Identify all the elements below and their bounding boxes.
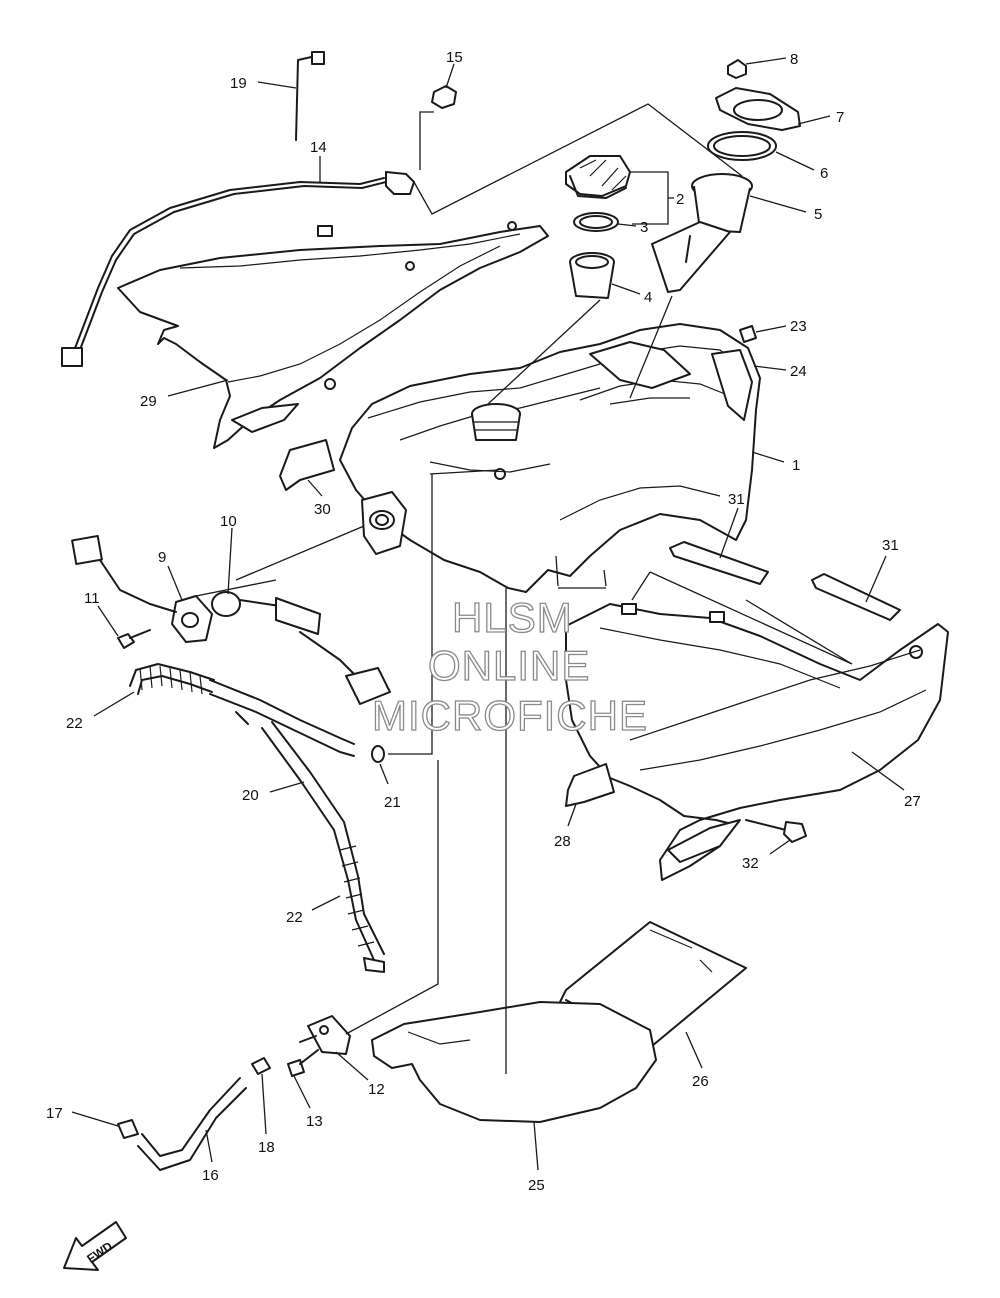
callout-14: 14 — [310, 139, 327, 156]
part-bolt-top-right — [739, 325, 757, 343]
part-cable-tie — [295, 51, 325, 141]
part-clip-18 — [251, 1057, 271, 1075]
callout-17: 17 — [46, 1105, 63, 1122]
callout-8: 8 — [790, 51, 798, 68]
part-fuel-hose-lower — [137, 1077, 247, 1171]
callout-group: 1 2 3 4 5 6 7 8 9 10 11 12 — [46, 49, 921, 1194]
part-heat-protector — [371, 1001, 657, 1123]
part-damper-31-right — [811, 573, 901, 621]
part-fuel-sender — [71, 534, 391, 705]
callout-3: 3 — [640, 219, 648, 236]
callout-9: 9 — [158, 549, 166, 566]
part-corrugated-protector-upper — [129, 663, 215, 695]
part-gasket — [707, 131, 777, 161]
callout-19: 19 — [230, 75, 247, 92]
part-breather-hose — [61, 103, 743, 367]
watermark: HLSM ONLINE MICROFICHE — [371, 593, 648, 739]
part-tank-bracket — [361, 491, 407, 555]
watermark-line-2: ONLINE — [428, 642, 590, 689]
callout-6: 6 — [820, 165, 828, 182]
callout-31-left: 31 — [728, 491, 745, 508]
callout-21: 21 — [384, 794, 401, 811]
part-left-side-cover — [117, 221, 549, 449]
callout-16: 16 — [202, 1167, 219, 1184]
part-damper-left — [279, 439, 335, 491]
part-damper-right — [565, 763, 615, 807]
callout-20: 20 — [242, 787, 259, 804]
callout-31-right: 31 — [882, 537, 899, 554]
watermark-line-1: HLSM — [452, 594, 573, 641]
callout-12: 12 — [368, 1081, 385, 1098]
part-pump-plate — [715, 87, 801, 131]
part-screw-top — [727, 59, 747, 79]
callout-32: 32 — [742, 855, 759, 872]
part-bolt-right — [745, 819, 807, 843]
part-screw-left — [117, 629, 151, 649]
part-fuel-hose — [209, 679, 385, 961]
callout-25: 25 — [528, 1177, 545, 1194]
callout-2: 2 — [676, 191, 684, 208]
part-clip-small — [371, 745, 385, 763]
watermark-line-3: MICROFICHE — [372, 692, 648, 739]
callout-22-upper: 22 — [66, 715, 83, 732]
part-corrugated-protector-lower — [339, 845, 385, 973]
callout-28: 28 — [554, 833, 571, 850]
part-filler-neck — [569, 252, 615, 299]
part-damper-31-left — [669, 541, 769, 585]
callout-27: 27 — [904, 793, 921, 810]
callout-5: 5 — [814, 206, 822, 223]
part-fuel-pump — [651, 173, 753, 293]
callout-11: 11 — [84, 590, 100, 607]
callout-30: 30 — [314, 501, 331, 518]
part-fuel-cock — [299, 1015, 351, 1055]
part-hose-clip-17 — [117, 1119, 139, 1139]
part-sender-mount — [171, 595, 213, 643]
callout-1: 1 — [792, 457, 800, 474]
callout-4: 4 — [644, 289, 652, 306]
callout-24: 24 — [790, 363, 807, 380]
callout-26: 26 — [692, 1073, 709, 1090]
callout-13: 13 — [306, 1113, 323, 1130]
forward-direction-arrow: FWD — [63, 1221, 127, 1271]
callout-23: 23 — [790, 318, 807, 335]
part-right-side-cover — [565, 603, 949, 881]
callout-10: 10 — [220, 513, 237, 530]
part-bolt-13 — [287, 1049, 319, 1077]
callout-7: 7 — [836, 109, 844, 126]
assembly-leader-lines — [195, 295, 853, 1074]
callout-15: 15 — [446, 49, 463, 66]
callout-29: 29 — [140, 393, 157, 410]
part-fuel-tank — [339, 323, 761, 593]
part-fuel-cap — [565, 155, 631, 199]
part-clamp-small — [431, 85, 457, 109]
part-gasket-ring — [573, 212, 619, 232]
callout-18: 18 — [258, 1139, 275, 1156]
callout-22-lower: 22 — [286, 909, 303, 926]
